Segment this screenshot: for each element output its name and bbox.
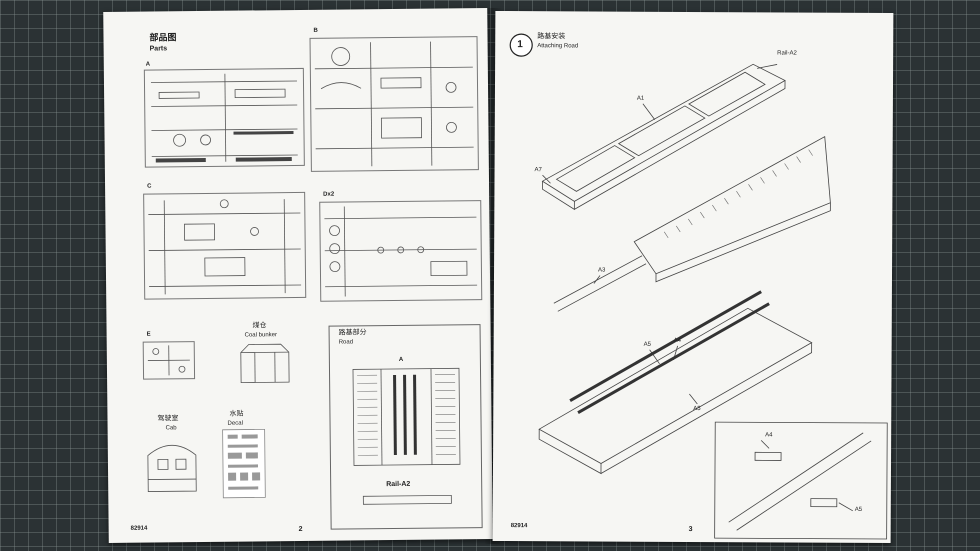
instruction-page: 1 路基安装 Attaching Road xyxy=(492,10,894,544)
sprue-b xyxy=(309,36,479,172)
right-page-number: 3 xyxy=(688,525,693,534)
cab-drawing xyxy=(147,444,197,492)
sprue-e-label: E xyxy=(146,331,151,338)
left-page-number: 2 xyxy=(298,525,303,534)
rail-a2-label: Rail-A2 xyxy=(386,480,411,489)
sprue-a-drawing xyxy=(150,73,298,163)
rail-a2-drawing xyxy=(362,495,452,505)
inset-label-a4: A4 xyxy=(765,432,773,439)
label-a5-bottom: A5 xyxy=(693,406,701,413)
road-sprue-drawing xyxy=(352,367,461,466)
coal-bunker-en: Coal bunker xyxy=(244,332,278,339)
label-a4-top: A4 xyxy=(673,337,682,344)
right-page-code: 82914 xyxy=(510,523,528,530)
sprue-a xyxy=(143,67,305,168)
step-badge xyxy=(509,33,533,57)
sprue-b-label: B xyxy=(313,27,318,34)
parts-title-en: Parts xyxy=(149,45,168,53)
assembly-drawing xyxy=(538,63,888,540)
label-rail-a2: Rail-A2 xyxy=(777,50,797,57)
sprue-d-drawing xyxy=(324,206,478,297)
coal-bunker-drawing xyxy=(240,343,290,384)
decal-cn: 水贴 xyxy=(229,410,244,418)
sprue-c xyxy=(143,191,307,300)
label-a7: A7 xyxy=(534,167,542,174)
road-en: Road xyxy=(338,339,354,346)
cab-cn: 驾驶室 xyxy=(157,415,179,423)
sprue-c-label: C xyxy=(147,183,152,190)
coal-bunker-cn: 煤仓 xyxy=(252,322,267,330)
road-sprue-a-label: A xyxy=(398,356,404,363)
decal-en: Decal xyxy=(227,420,243,427)
label-a3: A3 xyxy=(598,267,606,274)
left-page-code: 82914 xyxy=(130,525,148,532)
parts-title-cn: 部品图 xyxy=(149,32,177,43)
parts-page: 部品图 Parts A B xyxy=(103,8,493,543)
sprue-e-drawing xyxy=(147,345,190,376)
label-a1: A1 xyxy=(636,95,645,102)
sprue-e xyxy=(142,341,196,380)
sprue-c-drawing xyxy=(148,199,302,295)
sprue-b-drawing xyxy=(314,41,474,167)
road-cn: 路基部分 xyxy=(338,329,367,337)
decal-sheet xyxy=(222,428,266,499)
sprue-a-label: A xyxy=(145,61,151,68)
inset-label-a5: A5 xyxy=(854,506,863,513)
sprue-d-label: Dx2 xyxy=(323,191,335,198)
label-a5-top: A5 xyxy=(643,341,652,348)
sprue-d xyxy=(319,200,483,302)
